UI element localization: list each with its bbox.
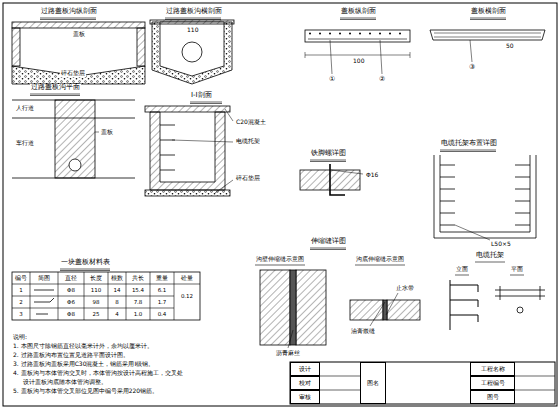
- dimension-label: ①: [328, 76, 336, 84]
- view-title: 过路盖板沟纵剖面: [40, 8, 98, 16]
- table-cell: 15.4: [131, 287, 145, 293]
- title-block-cell: 工程编号: [470, 376, 515, 390]
- table-cell: 3: [18, 311, 24, 317]
- table-cell: 110: [90, 287, 103, 293]
- view-title: 立面: [455, 266, 469, 273]
- cell-text: 校对: [299, 380, 311, 387]
- table-cell: 直径: [64, 275, 78, 281]
- table-cell: 编号: [14, 275, 28, 281]
- view-title: 过路盖板沟横剖面: [165, 8, 223, 16]
- title-block-cell: 校对: [290, 376, 320, 390]
- cell-text: 工程编号: [481, 380, 505, 387]
- title-block-cell: 设计: [290, 362, 320, 376]
- dimension-label: 盖板: [72, 31, 86, 38]
- table-cell: Φ6: [66, 299, 76, 305]
- table-cell: 2: [18, 299, 24, 305]
- view-title: 平面: [510, 266, 524, 273]
- dimension-label: 110: [186, 27, 199, 34]
- view-title: 过路盖板沟平面: [30, 84, 81, 92]
- cell-text: 设计: [299, 366, 311, 373]
- view-title: 电缆托架布置详图: [440, 140, 498, 148]
- table-cell: 14: [113, 287, 122, 293]
- dimension-label: 沥青麻丝: [275, 350, 301, 357]
- cell-text: 工程名称: [481, 366, 505, 373]
- dimension-label: 碎石垫层: [60, 70, 86, 77]
- table-cell: 4: [114, 311, 120, 317]
- view-title: I-I剖面: [190, 92, 213, 100]
- title-block-cell: 审核: [290, 390, 320, 404]
- title-block-cell: 图名: [360, 362, 386, 404]
- table-cell: 0.12: [180, 293, 194, 299]
- dimension-label: 电缆托架: [235, 138, 261, 145]
- cell-text: 审核: [299, 394, 311, 401]
- title-block-cell: 图号: [470, 390, 515, 404]
- view-title: 电缆托架: [475, 252, 505, 260]
- view-title: 盖板纵剖面: [340, 8, 377, 16]
- view-title: 盖板横剖面: [470, 8, 507, 16]
- title-block-cell: 工程名称: [470, 362, 515, 376]
- dimension-label: 止水带: [395, 285, 415, 292]
- view-title: 伸缩缝详图: [310, 238, 347, 246]
- table-cell: Φ8: [66, 287, 76, 293]
- dimension-label: 碎石垫层: [235, 175, 261, 182]
- cell-text: 图名: [367, 380, 379, 387]
- view-title: 沟底伸缩缝示意图: [355, 256, 405, 263]
- table-cell: 1: [18, 287, 24, 293]
- dimension-label: L50×5: [490, 241, 512, 248]
- table-cell: Φ8: [66, 311, 76, 317]
- table-cell: 0.4: [157, 311, 168, 317]
- table-cell: 25: [92, 311, 101, 317]
- note-text: 说明:: [12, 334, 28, 341]
- view-title: 沟壁伸缩缝示意图: [255, 256, 305, 263]
- table-cell: 砼量: [180, 275, 194, 281]
- cell-text: 图号: [487, 394, 499, 401]
- note-text: 5. 盖板沟与本体管交叉部位见图中编号采用220钢筋。: [12, 388, 159, 395]
- dimension-label: 盖板: [100, 129, 114, 136]
- table-cell: 1.0: [133, 311, 144, 317]
- note-text: 3. 过路盖板沟盖板采用C30混凝土，钢筋采用I级钢。: [12, 361, 155, 368]
- dimension-label: 50: [505, 43, 515, 50]
- table-cell: 7.8: [133, 299, 144, 305]
- dimension-label: Φ16: [365, 172, 379, 179]
- table-cell: 重量: [155, 275, 169, 281]
- view-title: 一块盖板材料表: [60, 259, 111, 267]
- dimension-label: C20混凝土: [235, 119, 267, 126]
- note-text: 1. 本图尺寸除钢筋直径以毫米计外，余均以厘米计。: [12, 343, 154, 350]
- table-cell: 6.1: [157, 287, 168, 293]
- table-cell: 根数: [110, 275, 124, 281]
- note-text: 4. 盖板沟与本体管沟交叉时，本体管沟按设计高程施工，交叉处: [12, 370, 184, 377]
- dimension-label: ②: [378, 76, 386, 84]
- dimension-label: 车行道: [15, 140, 35, 147]
- dimension-label: 人行道: [15, 105, 35, 112]
- note-text: 设计盖板沟底随本体管沟调整。: [22, 379, 108, 386]
- dimension-label: 100: [352, 58, 365, 65]
- dimension-label: 油膏嵌缝: [350, 328, 376, 335]
- note-text: 2. 过路盖板沟布置位置见道路平面设计图。: [12, 352, 130, 359]
- view-title: 铁脚螺详图: [310, 150, 347, 158]
- dimension-label: ③: [468, 64, 476, 72]
- table-cell: 简图: [37, 275, 51, 281]
- table-cell: 1.7: [157, 299, 168, 305]
- table-cell: 长度: [89, 275, 103, 281]
- table-cell: 8: [114, 299, 120, 305]
- table-cell: 98: [92, 299, 101, 305]
- table-cell: 共长: [131, 275, 145, 281]
